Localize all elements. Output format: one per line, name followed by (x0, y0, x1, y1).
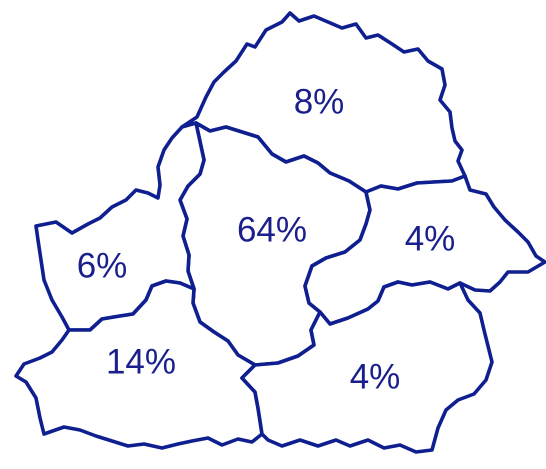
region-west[interactable] (34, 121, 206, 332)
region-east[interactable] (303, 174, 546, 326)
region-label-north: 8% (294, 82, 345, 121)
region-label-east: 4% (405, 219, 456, 258)
region-label-southeast: 4% (350, 357, 401, 396)
region-label-west: 6% (77, 246, 128, 285)
region-label-southwest: 14% (106, 342, 176, 381)
region-southwest[interactable] (14, 279, 264, 450)
region-label-center: 64% (237, 210, 307, 249)
region-southeast[interactable] (240, 280, 494, 454)
